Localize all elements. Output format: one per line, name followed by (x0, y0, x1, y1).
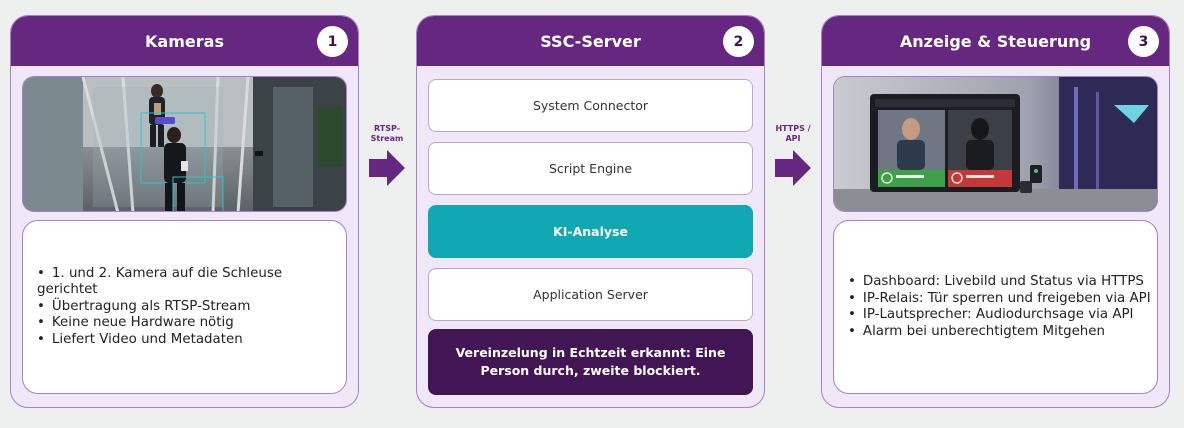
bullet-list: Dashboard: Livebild und Status via HTTPS… (848, 274, 1151, 340)
panel-server: SSC-Server 2 System Connector Script Eng… (416, 15, 765, 408)
panel-title: Anzeige & Steuerung (899, 31, 1092, 51)
connector-rtsp: RTSP- Stream (362, 124, 412, 188)
step-number-badge: 3 (1128, 26, 1159, 57)
component-script-engine: Script Engine (428, 142, 753, 195)
connector-label: RTSP- Stream (362, 124, 412, 144)
connector-https: HTTPS / API (768, 124, 818, 188)
panel-header: SSC-Server 2 (417, 16, 764, 66)
camera-photo (22, 76, 347, 212)
panel-title: SSC-Server (540, 31, 641, 51)
step-number-badge: 2 (723, 26, 754, 57)
arrow-right-icon (369, 150, 405, 186)
dashboard-photo (833, 76, 1158, 212)
list-item: IP-Relais: Tür sperren und freigeben via… (848, 291, 1151, 308)
panel-cameras: Kameras 1 (10, 15, 359, 408)
connector-label: HTTPS / API (768, 124, 818, 144)
step-number-badge: 1 (317, 26, 348, 57)
connector-label-line2: API (785, 134, 801, 143)
panel-header: Kameras 1 (11, 16, 358, 66)
result-message: Vereinzelung in Echtzeit erkannt: Eine P… (428, 329, 753, 395)
panel-header: Anzeige & Steuerung 3 (822, 16, 1169, 66)
arrow-right-icon (775, 150, 811, 186)
list-item: Liefert Video und Metadaten (37, 332, 346, 349)
connector-label-line2: Stream (370, 134, 404, 143)
info-card: Dashboard: Livebild und Status via HTTPS… (833, 220, 1158, 394)
list-item: IP-Lautsprecher: Audiodurchsage via API (848, 307, 1151, 324)
list-item: 1. und 2. Kamera auf die Schleuse gerich… (37, 266, 346, 299)
bullet-list: 1. und 2. Kamera auf die Schleuse gerich… (37, 266, 346, 349)
list-item: Dashboard: Livebild und Status via HTTPS (848, 274, 1151, 291)
panel-title: Kameras (145, 31, 224, 51)
component-application-server: Application Server (428, 268, 753, 321)
component-system-connector: System Connector (428, 79, 753, 132)
connector-label-line1: HTTPS / (775, 124, 811, 133)
list-item: Alarm bei unberechtigtem Mitgehen (848, 324, 1151, 341)
info-card: 1. und 2. Kamera auf die Schleuse gerich… (22, 220, 347, 394)
connector-label-line1: RTSP- (373, 124, 401, 133)
component-ki-analyse: KI-Analyse (428, 205, 753, 258)
list-item: Keine neue Hardware nötig (37, 315, 346, 332)
panel-display-control: Anzeige & Steuerung 3 (821, 15, 1170, 408)
list-item: Übertragung als RTSP-Stream (37, 299, 346, 316)
